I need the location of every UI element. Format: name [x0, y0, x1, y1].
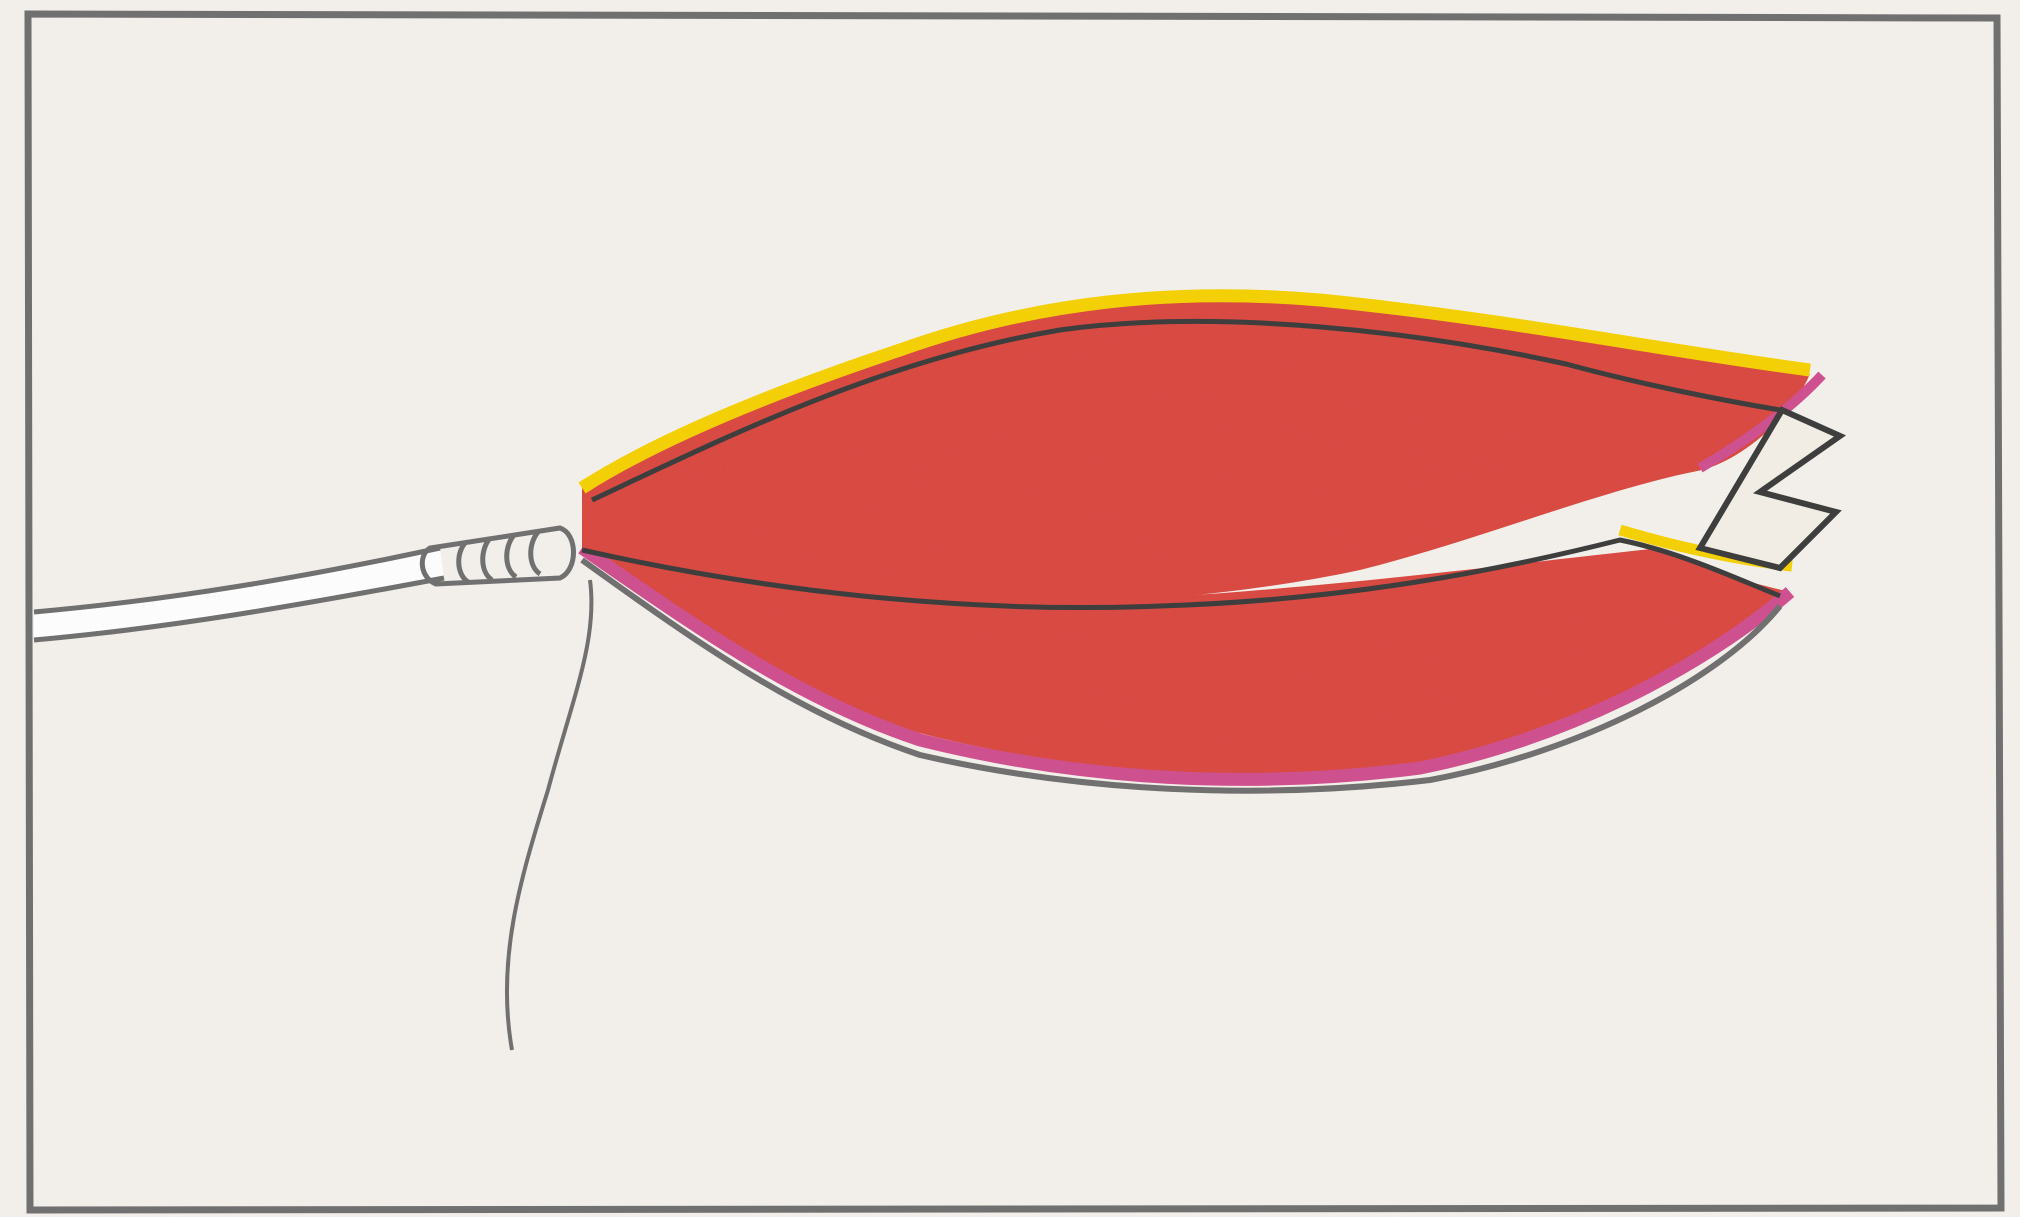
illustration-svg — [0, 0, 2020, 1217]
paper-grain-overlay — [0, 0, 2020, 1217]
illustration-canvas — [0, 0, 2020, 1217]
